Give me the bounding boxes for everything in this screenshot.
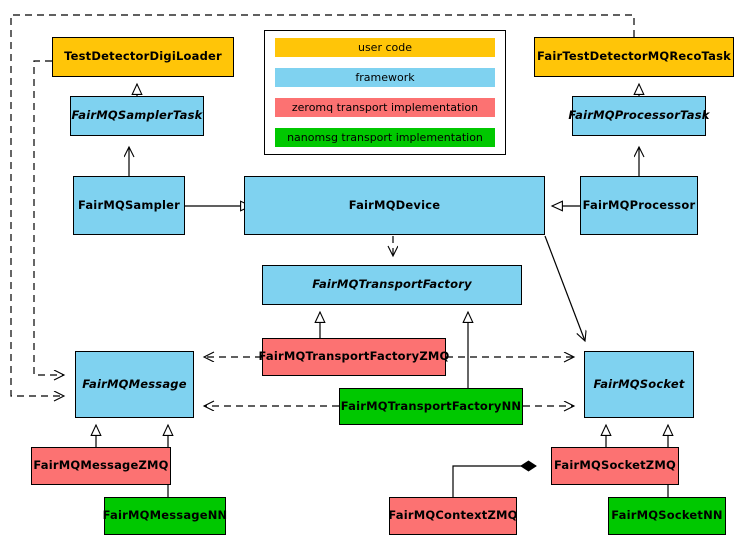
class-box-fairmqsocket[interactable]: FairMQSocket — [584, 351, 694, 418]
class-box-fairmqsocketzmq[interactable]: FairMQSocketZMQ — [551, 447, 679, 485]
class-box-fairmqsampler[interactable]: FairMQSampler — [73, 176, 185, 235]
class-box-fairmqprocessor[interactable]: FairMQProcessor — [580, 176, 698, 235]
class-box-fairmqtransportfactoryzmq[interactable]: FairMQTransportFactoryZMQ — [259, 338, 449, 376]
class-box-fairmqmessage[interactable]: FairMQMessage — [75, 351, 194, 418]
class-box-fairmqmessagezmq[interactable]: FairMQMessageZMQ — [31, 447, 171, 485]
class-box-fairmqtransportfactorynn[interactable]: FairMQTransportFactoryNN — [339, 388, 523, 425]
class-box-fairtestdetectormqrecotask[interactable]: FairTestDetectorMQRecoTask — [534, 37, 734, 77]
edge-socketzmq-composes-contextzmq — [452, 466, 536, 497]
edge-recotask-to-message — [10, 14, 635, 396]
class-box-fairmqsocketnn[interactable]: FairMQSocketNN — [608, 497, 726, 535]
class-box-fairmqsamplertask[interactable]: FairMQSamplerTask — [70, 96, 204, 136]
legend-item-user-code: user code — [275, 38, 495, 57]
legend-item-framework: framework — [275, 68, 495, 87]
class-box-fairmqprocessortask[interactable]: FairMQProcessorTask — [568, 96, 709, 136]
edge-device-to-socket — [544, 235, 585, 341]
class-box-fairmqcontextzmq[interactable]: FairMQContextZMQ — [388, 497, 517, 535]
class-box-fairmqmessagenn[interactable]: FairMQMessageNN — [103, 497, 227, 535]
legend-panel: user code framework zeromq transport imp… — [264, 30, 506, 155]
class-box-fairmqtransportfactory[interactable]: FairMQTransportFactory — [262, 265, 522, 305]
legend-item-nanomsg: nanomsg transport implementation — [275, 128, 495, 147]
edge-digiloader-to-message — [33, 60, 64, 375]
class-box-testdetectordigiloader[interactable]: TestDetectorDigiLoader — [52, 37, 234, 77]
legend-item-zeromq: zeromq transport implementation — [275, 98, 495, 117]
class-box-fairmqdevice[interactable]: FairMQDevice — [244, 176, 545, 235]
